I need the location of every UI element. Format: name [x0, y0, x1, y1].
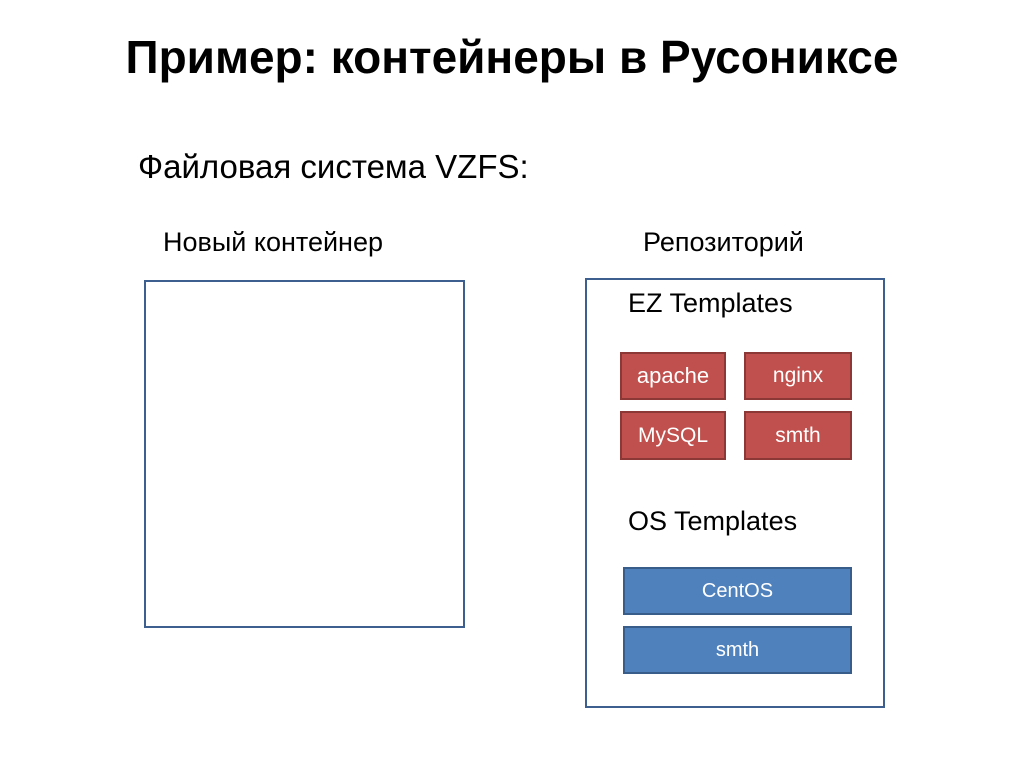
ez-template-smth: smth: [744, 411, 852, 460]
slide-title: Пример: контейнеры в Русониксе: [125, 31, 899, 83]
slide-subtitle: Файловая система VZFS:: [138, 148, 529, 185]
ez-template-mysql: MySQL: [620, 411, 726, 460]
repository-label: Репозиторий: [643, 227, 804, 257]
ez-template-apache: apache: [620, 352, 726, 400]
os-template-centos: CentOS: [623, 567, 852, 615]
new-container-label: Новый контейнер: [163, 227, 383, 257]
os-templates-title: OS Templates: [628, 506, 798, 536]
ez-templates-title: EZ Templates: [628, 288, 793, 318]
new-container-box: [144, 280, 465, 628]
ez-template-nginx: nginx: [744, 352, 852, 400]
os-template-smth: smth: [623, 626, 852, 674]
